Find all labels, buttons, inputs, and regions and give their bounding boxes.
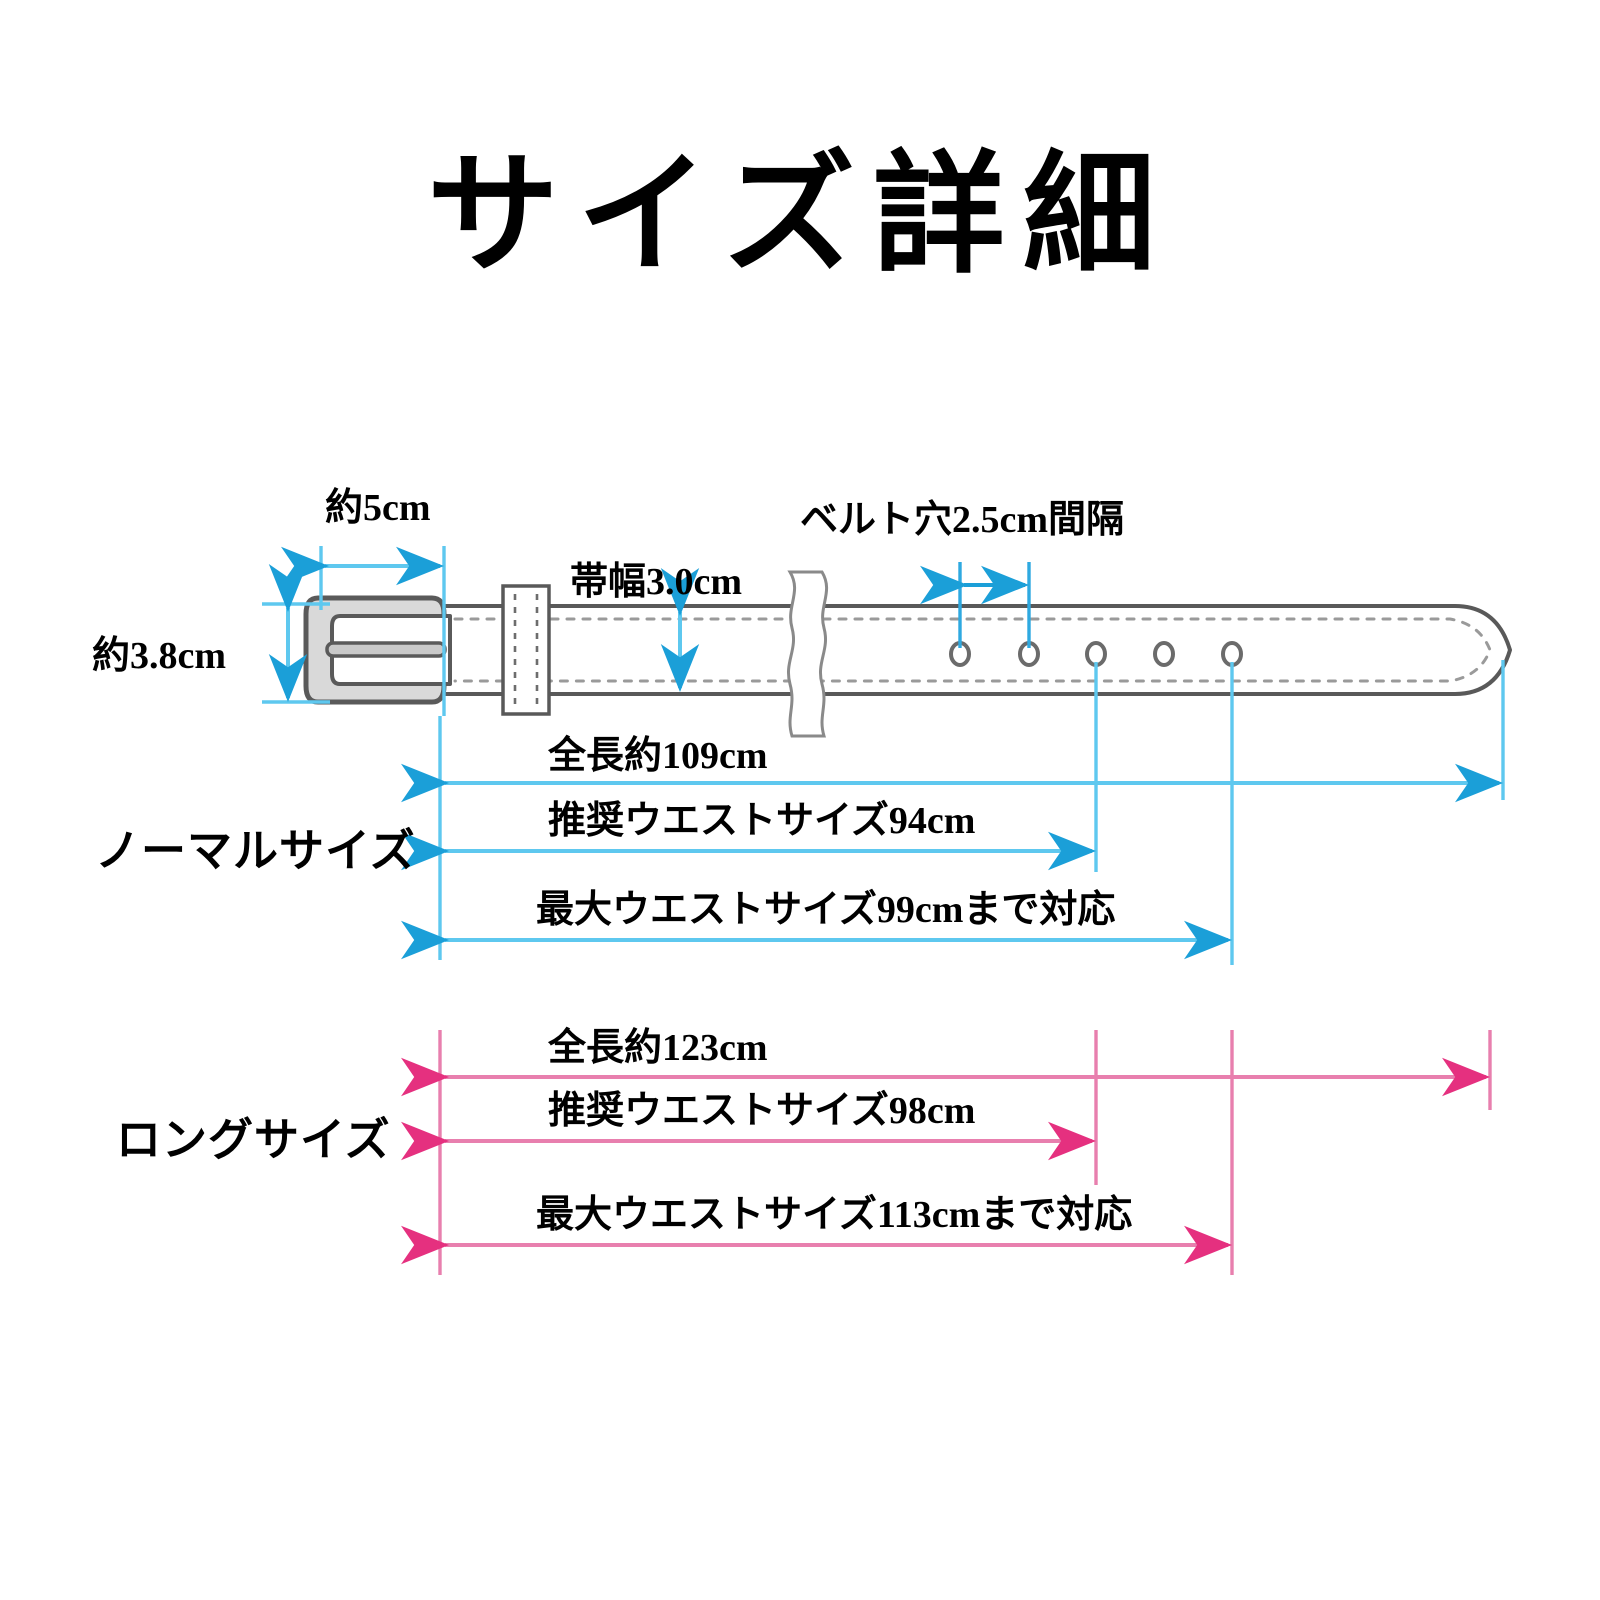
long-recommended-waist-label: 推奨ウエストサイズ98cm bbox=[548, 1089, 975, 1132]
buckle-width-label: 約5cm bbox=[325, 487, 431, 529]
normal-recommended-waist-label: 推奨ウエストサイズ94cm bbox=[548, 799, 975, 842]
belt-keeper-loop bbox=[501, 584, 551, 716]
size-category-label-normal: ノーマルサイズ bbox=[95, 826, 416, 876]
long-total-length-label: 全長約123cm bbox=[547, 1026, 768, 1069]
buckle-width-dimension bbox=[281, 546, 446, 716]
belt-strap bbox=[430, 604, 1512, 696]
long-max-waist-label: 最大ウエストサイズ113cmまで対応 bbox=[536, 1193, 1132, 1236]
break-symbol bbox=[787, 570, 829, 738]
long-size-group: 全長約123cm 推奨ウエストサイズ98cm 最大ウエストサイズ113cmまで対… bbox=[401, 1026, 1492, 1275]
page-title: サイズ詳細 bbox=[426, 142, 1174, 289]
buckle-height-label: 約3.8cm bbox=[92, 635, 226, 677]
belt-illustration bbox=[303, 570, 1512, 738]
buckle-height-dimension bbox=[262, 564, 330, 704]
hole-spacing-label: ベルト穴2.5cm間隔 bbox=[800, 499, 1124, 541]
normal-max-waist-label: 最大ウエストサイズ99cmまで対応 bbox=[536, 888, 1115, 931]
belt-buckle bbox=[303, 595, 452, 705]
normal-size-group: 全長約109cm 推奨ウエストサイズ94cm 最大ウエストサイズ99cmまで対応 bbox=[401, 660, 1505, 965]
size-category-label-long: ロングサイズ bbox=[116, 1115, 391, 1165]
strap-width-label: 帯幅3.0cm bbox=[570, 561, 742, 603]
normal-total-length-label: 全長約109cm bbox=[547, 734, 768, 777]
hole-spacing-dimension bbox=[920, 562, 1031, 648]
